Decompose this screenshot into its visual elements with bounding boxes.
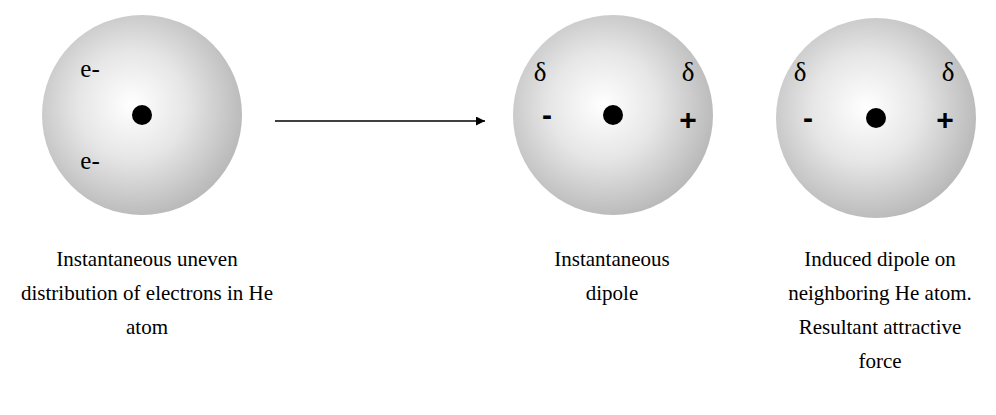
atom-body bbox=[42, 15, 242, 215]
atom-node: e-e-Instantaneous uneven distribution of… bbox=[42, 15, 242, 215]
delta-symbol: δ bbox=[942, 59, 955, 86]
nucleus-dot bbox=[603, 105, 623, 125]
delta-symbol: δ bbox=[794, 59, 807, 86]
nucleus-dot bbox=[866, 108, 886, 128]
atom-body bbox=[513, 15, 713, 215]
caption-text: Induced dipole on neighboring He atom. R… bbox=[775, 242, 985, 378]
electron-symbol: e- bbox=[80, 148, 99, 173]
charge-sign: + bbox=[679, 105, 697, 135]
charge-sign: - bbox=[542, 100, 552, 130]
caption-text: Instantaneous dipole bbox=[537, 242, 687, 310]
atom-body bbox=[776, 18, 976, 218]
electron-symbol: e- bbox=[80, 56, 99, 81]
delta-symbol: δ bbox=[534, 59, 547, 86]
charge-sign: + bbox=[936, 105, 954, 135]
nucleus-dot bbox=[132, 105, 152, 125]
atom-circle bbox=[42, 15, 242, 215]
process-arrow bbox=[275, 120, 485, 122]
caption-text: Instantaneous uneven distribution of ele… bbox=[16, 242, 278, 344]
delta-symbol: δ bbox=[682, 59, 695, 86]
atom-node: δδ-+Induced dipole on neighboring He ato… bbox=[776, 18, 976, 218]
atom-node: δδ-+Instantaneous dipole bbox=[513, 15, 713, 215]
charge-sign: - bbox=[803, 103, 813, 133]
